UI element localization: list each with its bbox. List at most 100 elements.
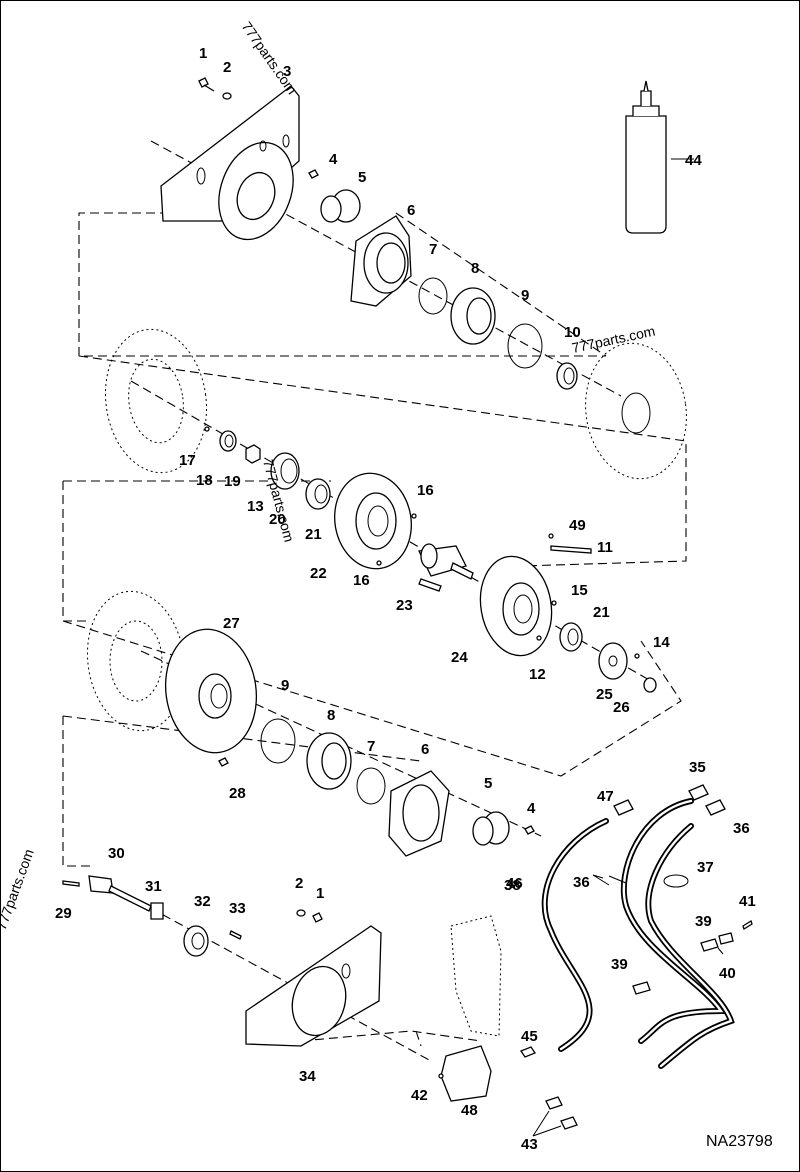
callout-49: 49 bbox=[569, 517, 586, 534]
oring-26 bbox=[643, 677, 657, 693]
bearing-21-upper bbox=[305, 478, 331, 510]
snap-ring-9-top bbox=[507, 323, 543, 369]
callout-40: 40 bbox=[719, 965, 736, 982]
callout-9: 9 bbox=[521, 287, 529, 304]
callout-10: 10 bbox=[564, 324, 581, 341]
callout-6: 6 bbox=[407, 202, 415, 219]
plate-40 bbox=[718, 932, 734, 945]
callout-5: 5 bbox=[358, 169, 366, 186]
callout-30: 30 bbox=[108, 845, 125, 862]
motor-housing-6-lower bbox=[388, 770, 450, 857]
callout-41: 41 bbox=[739, 893, 756, 910]
bolt-33 bbox=[229, 930, 242, 940]
callout-31: 31 bbox=[145, 878, 162, 895]
callout-48: 48 bbox=[461, 1102, 478, 1119]
callout-21b: 21 bbox=[593, 604, 610, 621]
watermark-left: 777parts.com bbox=[1, 847, 37, 932]
callout-5b: 5 bbox=[484, 775, 492, 792]
callout-36a: 36 bbox=[733, 820, 750, 837]
callout-7: 7 bbox=[429, 241, 437, 258]
callout-14: 14 bbox=[653, 634, 670, 651]
hose-38b bbox=[645, 823, 735, 1069]
callout-28: 28 bbox=[229, 785, 246, 802]
callout-39a: 39 bbox=[695, 913, 712, 930]
callout-15: 15 bbox=[571, 582, 588, 599]
callout-38: 38 bbox=[504, 877, 521, 894]
bolt-28 bbox=[218, 757, 229, 767]
assembly-outline-upper bbox=[78, 212, 607, 357]
snap-ring-7-lower bbox=[356, 767, 386, 805]
fitting-35 bbox=[688, 784, 709, 801]
gasket-disc-left bbox=[104, 328, 208, 474]
callout-26: 26 bbox=[613, 699, 630, 716]
motor-bracket-outline bbox=[450, 915, 502, 1037]
callout-labels: 1 2 3 4 5 6 7 8 9 10 11 12 13 14 15 16 1… bbox=[55, 45, 756, 1153]
valve-48 bbox=[440, 1045, 492, 1102]
bolt-1-top bbox=[198, 77, 215, 92]
callout-8: 8 bbox=[471, 260, 479, 277]
bearing-21-lower bbox=[559, 622, 583, 652]
callout-3: 3 bbox=[283, 63, 291, 80]
motor-housing-6-top bbox=[350, 215, 412, 307]
gear-20 bbox=[270, 452, 300, 490]
callout-20: 20 bbox=[269, 511, 286, 528]
callout-36b: 36 bbox=[573, 874, 590, 891]
fitting-43b bbox=[560, 1116, 578, 1130]
callout-8b: 8 bbox=[327, 707, 335, 724]
bolt-41 bbox=[742, 920, 753, 930]
callout-47: 47 bbox=[597, 788, 614, 805]
bolt-11 bbox=[550, 545, 592, 554]
pin-12 bbox=[536, 635, 542, 641]
callout-21a: 21 bbox=[305, 526, 322, 543]
callout-7b: 7 bbox=[367, 738, 375, 755]
callout-34: 34 bbox=[299, 1068, 316, 1085]
hose-38a bbox=[620, 798, 727, 1044]
coupler-32 bbox=[183, 925, 209, 957]
callout-23: 23 bbox=[396, 597, 413, 614]
callout-42: 42 bbox=[411, 1087, 428, 1104]
callout-11: 11 bbox=[597, 539, 613, 556]
bearing-8-lower bbox=[306, 732, 352, 790]
callout-2b: 2 bbox=[295, 875, 303, 892]
callout-9b: 9 bbox=[281, 677, 289, 694]
callout-44: 44 bbox=[685, 152, 702, 169]
pin-14 bbox=[634, 653, 640, 659]
callout-2: 2 bbox=[223, 59, 231, 76]
bearing-8-top bbox=[450, 287, 496, 345]
sealant-bottle-44 bbox=[625, 80, 667, 234]
assembly-outline-bottom bbox=[300, 1030, 482, 1047]
callout-43: 43 bbox=[521, 1136, 538, 1153]
motor-plate-22 bbox=[334, 472, 412, 570]
callout-27: 27 bbox=[223, 615, 240, 632]
pin-16 bbox=[376, 513, 417, 566]
hose-46 bbox=[541, 818, 609, 1052]
bolt-4-lower bbox=[524, 825, 535, 835]
clamp-39b bbox=[700, 938, 719, 952]
coupler-5-lower bbox=[472, 811, 510, 846]
fitting-45 bbox=[520, 1046, 536, 1058]
mounting-plate-top bbox=[160, 85, 300, 241]
pin-15 bbox=[551, 600, 557, 606]
callout-33: 33 bbox=[229, 900, 246, 917]
gasket-disc-right bbox=[585, 342, 687, 480]
drive-shaft-23 bbox=[418, 543, 474, 592]
callout-16b: 16 bbox=[353, 572, 370, 589]
fitting-36 bbox=[705, 799, 726, 816]
drive-shaft-31 bbox=[108, 885, 164, 920]
pin-49 bbox=[548, 533, 554, 539]
bolt-4-top bbox=[308, 169, 319, 179]
pin-17 bbox=[204, 426, 210, 432]
callout-17: 17 bbox=[179, 452, 196, 469]
callout-4: 4 bbox=[329, 151, 338, 168]
washer-2-top bbox=[222, 92, 232, 100]
fitting-43a bbox=[545, 1096, 563, 1110]
callout-45: 45 bbox=[521, 1028, 538, 1045]
clamp-39a bbox=[632, 981, 651, 995]
callout-16a: 16 bbox=[417, 482, 434, 499]
callout-1b: 1 bbox=[316, 885, 324, 902]
flange-24 bbox=[479, 555, 553, 657]
fitting-47 bbox=[613, 799, 634, 816]
callout-22: 22 bbox=[310, 565, 327, 582]
callout-19: 19 bbox=[224, 473, 241, 490]
